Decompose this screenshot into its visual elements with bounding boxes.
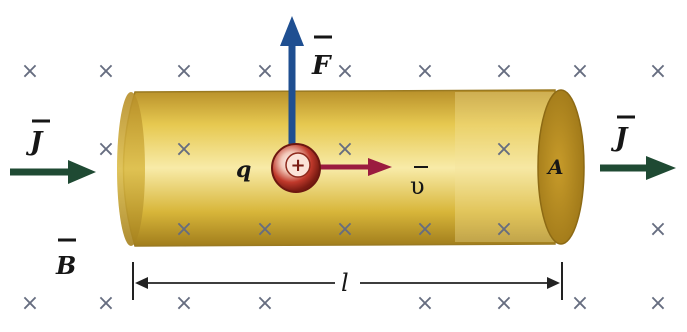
field-cross: × bbox=[21, 291, 39, 316]
field-cross: × bbox=[416, 59, 434, 84]
field-cross: × bbox=[175, 59, 193, 84]
area-label: A bbox=[546, 155, 564, 179]
field-cross: × bbox=[495, 137, 513, 162]
current-density-label-right: J bbox=[610, 123, 629, 153]
field-cross: × bbox=[256, 291, 274, 316]
magnetic-field-crosses-on-conductor: × × × × × × × × bbox=[175, 137, 513, 242]
magnetic-field-label: B bbox=[55, 251, 76, 280]
field-cross: × bbox=[175, 291, 193, 316]
current-arrow-left bbox=[10, 160, 96, 184]
field-cross: × bbox=[336, 59, 354, 84]
field-cross: × bbox=[175, 217, 193, 242]
field-cross: × bbox=[336, 137, 354, 162]
field-cross: × bbox=[21, 59, 39, 84]
positive-charge bbox=[271, 143, 321, 193]
current-arrow-right bbox=[600, 156, 676, 180]
field-cross: × bbox=[571, 59, 589, 84]
field-cross: × bbox=[97, 137, 115, 162]
field-cross: × bbox=[97, 291, 115, 316]
field-cross: × bbox=[97, 59, 115, 84]
field-cross: × bbox=[175, 137, 193, 162]
magnetic-field-crosses: × × × × × × × × × × × × × × × × × × × bbox=[21, 59, 667, 316]
field-cross: × bbox=[571, 291, 589, 316]
charge-label: q bbox=[236, 157, 251, 183]
length-label: l bbox=[341, 269, 349, 297]
field-cross: × bbox=[495, 217, 513, 242]
field-cross: × bbox=[256, 217, 274, 242]
field-cross: × bbox=[649, 291, 667, 316]
current-density-label-left: J bbox=[25, 127, 44, 157]
field-cross: × bbox=[649, 59, 667, 84]
field-cross: × bbox=[416, 217, 434, 242]
force-label: F bbox=[311, 51, 332, 81]
field-cross: × bbox=[495, 291, 513, 316]
length-dimension bbox=[132, 262, 563, 300]
velocity-label: υ bbox=[410, 172, 425, 200]
field-cross: × bbox=[495, 59, 513, 84]
cross-section-face bbox=[537, 89, 585, 245]
field-cross: × bbox=[649, 217, 667, 242]
field-cross: × bbox=[336, 217, 354, 242]
charge-sign: + bbox=[290, 155, 305, 176]
force-arrow bbox=[280, 16, 304, 150]
field-cross: × bbox=[256, 59, 274, 84]
field-cross: × bbox=[416, 291, 434, 316]
